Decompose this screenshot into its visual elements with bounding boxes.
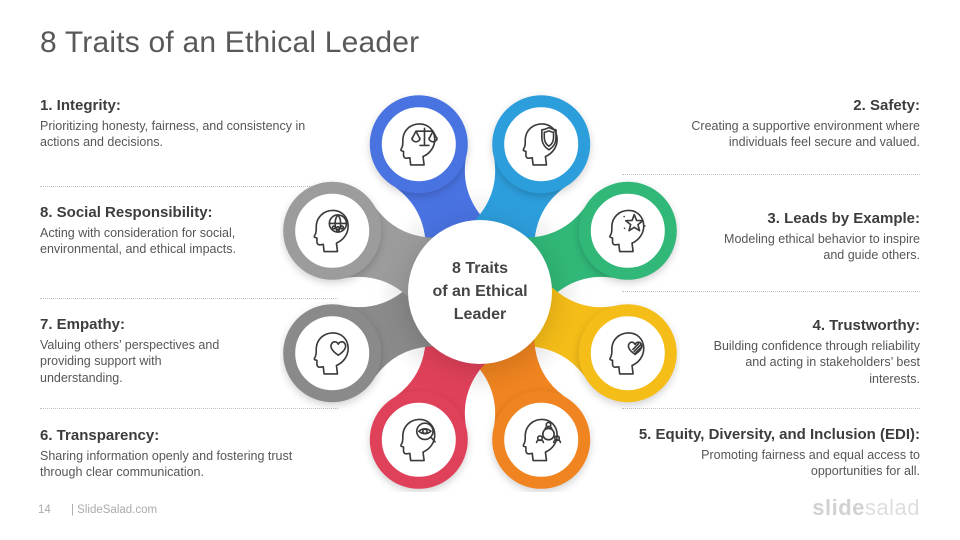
trait-desc: Sharing information openly and fostering… <box>40 448 293 480</box>
globe-people-icon <box>313 209 349 253</box>
trait-circle-social-responsibility <box>283 181 382 280</box>
page-title: 8 Traits of an Ethical Leader <box>40 26 420 59</box>
scales-of-justice-icon <box>400 123 438 166</box>
trait-desc: Acting with consideration for social, en… <box>40 225 236 257</box>
center-circle <box>408 220 552 364</box>
trait-desc: Building confidence through reliability … <box>713 338 920 386</box>
trait-item-3: 3. Leads by Example: Modeling ethical be… <box>622 210 920 264</box>
trait-item-2: 2. Safety: Creating a supportive environ… <box>622 97 920 151</box>
footer-site-text: | SlideSalad.com <box>71 504 158 516</box>
slidesalad-logo: slidesalad <box>812 495 920 521</box>
trait-item-7: 7. Empathy: Valuing others’ perspectives… <box>40 316 338 387</box>
trait-label: 2. Safety: <box>853 97 920 114</box>
trait-circle-empathy <box>283 304 382 403</box>
people-network-icon <box>522 418 562 462</box>
trait-label: 8. Social Responsibility: <box>40 204 213 221</box>
trait-desc: Valuing others’ perspectives and providi… <box>40 337 220 385</box>
shield-icon <box>522 123 558 166</box>
trait-item-5: 5. Equity, Diversity, and Inclusion (EDI… <box>622 426 920 480</box>
dotted-divider <box>622 408 920 409</box>
logo-light-part: salad <box>864 495 920 520</box>
trait-circle-edi <box>492 390 591 489</box>
logo-bold-part: slide <box>812 495 865 520</box>
dotted-divider <box>622 174 920 175</box>
heart-icon <box>313 332 349 375</box>
trait-label: 7. Empathy: <box>40 316 126 333</box>
trait-desc: Promoting fairness and equal access to o… <box>701 447 920 479</box>
trait-label: 1. Integrity: <box>40 97 121 114</box>
traits-flower-diagram <box>283 95 677 489</box>
page-number: 14 <box>38 504 51 516</box>
trait-circle-trustworthy <box>578 304 677 403</box>
star-icon <box>609 209 646 253</box>
dotted-divider <box>40 186 338 187</box>
trait-item-8: 8. Social Responsibility: Acting with co… <box>40 204 338 258</box>
eye-magnifier-icon <box>400 418 436 462</box>
dotted-divider <box>622 291 920 292</box>
center-label: 8 Traits of an Ethical Leader <box>432 260 528 323</box>
heart-in-hand-icon <box>609 332 645 375</box>
trait-label: 3. Leads by Example: <box>767 210 920 227</box>
dotted-divider <box>40 298 338 299</box>
trait-label: 5. Equity, Diversity, and Inclusion (EDI… <box>638 426 920 443</box>
trait-label: 4. Trustworthy: <box>812 317 920 334</box>
trait-circle-integrity <box>369 95 468 194</box>
trait-item-6: 6. Transparency: Sharing information ope… <box>40 427 338 481</box>
dotted-divider <box>40 408 338 409</box>
trait-desc: Modeling ethical behavior to inspire and… <box>724 231 920 263</box>
trait-item-4: 4. Trustworthy: Building confidence thro… <box>622 317 920 388</box>
trait-circle-transparency <box>369 390 468 489</box>
trait-label: 6. Transparency: <box>40 427 160 444</box>
trait-circle-safety <box>492 95 591 194</box>
trait-desc: Prioritizing honesty, fairness, and cons… <box>40 118 306 150</box>
trait-item-1: 1. Integrity: Prioritizing honesty, fair… <box>40 97 338 151</box>
trait-desc: Creating a supportive environment where … <box>691 118 920 150</box>
trait-circle-leads-by-example <box>578 181 677 280</box>
